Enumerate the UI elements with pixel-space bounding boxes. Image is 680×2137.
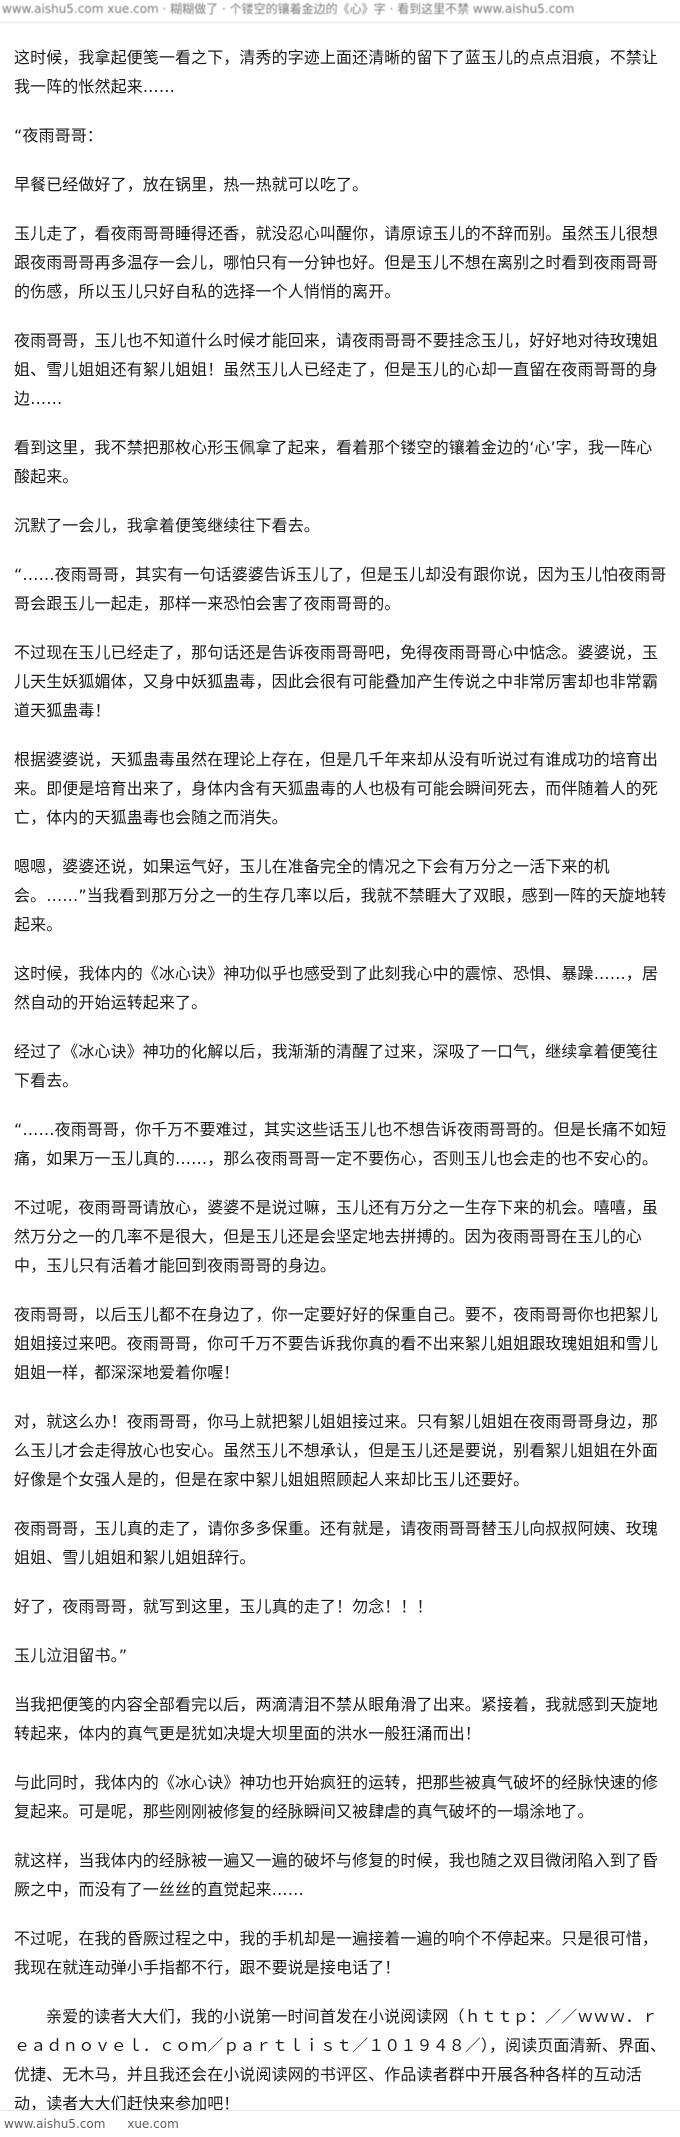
story-paragraph: 玉儿泣泪留书。”	[14, 1646, 128, 1665]
story-paragraph: 玉儿走了，看夜雨哥哥睡得还香，就没忍心叫醒你，请原谅玉儿的不辞而别。虽然玉儿很想…	[14, 224, 659, 301]
story-paragraph: 早餐已经做好了，放在锅里，热一热就可以吃了。	[14, 175, 369, 194]
story-paragraph: 沉默了一会儿，我拿着便笺继续往下看去。	[14, 516, 320, 535]
story-paragraph: 不过呢，夜雨哥哥请放心，婆婆不是说过嘛，玉儿还有万分之一生存下来的机会。嘻嘻，虽…	[14, 1198, 659, 1275]
author-notice: 亲爱的读者大大们，我的小说第一时间首发在小说阅读网（ｈｔｔｐ：／／ｗｗｗ．ｒｅａ…	[14, 2007, 667, 2113]
footer-site-link[interactable]: www.aishu5.com	[4, 2117, 106, 2131]
story-paragraph: 当我把便笺的内容全部看完以后，两滴清泪不禁从眼角滑了出来。紧接着，我就感到天旋地…	[14, 1695, 659, 1743]
footer-site-secondary[interactable]: xue.com	[127, 2117, 179, 2131]
story-paragraph: 好了，夜雨哥哥，就写到这里，玉儿真的走了！勿念！！！	[14, 1597, 433, 1616]
story-paragraph: 看到这里，我不禁把那枚心形玉佩拿了起来，看着那个镂空的镶着金边的‘心’字，我一阵…	[14, 438, 653, 486]
story-paragraph: 根据婆婆说，天狐蛊毒虽然在理论上存在，但是几千年来却从没有听说过有谁成功的培育出…	[14, 750, 659, 827]
story-paragraph: 嗯嗯，婆婆还说，如果运气好，玉儿在准备完全的情况之下会有万分之一活下来的机会。……	[14, 857, 667, 934]
story-paragraph: “夜雨哥哥：	[14, 126, 103, 145]
story-paragraph: “……夜雨哥哥，你千万不要难过，其实这些话玉儿也不想告诉夜雨哥哥的。但是长痛不如…	[14, 1120, 667, 1168]
story-paragraph: 对，就这么办！夜雨哥哥，你马上就把絮儿姐姐接过来。只有絮儿姐姐在夜雨哥哥身边，那…	[14, 1412, 659, 1489]
story-paragraph: 不过呢，在我的昏厥过程之中，我的手机却是一遍接着一遍的响个不停起来。只是很可惜，…	[14, 1929, 659, 1977]
story-paragraph: 经过了《冰心诀》神功的化解以后，我渐渐的清醒了过来，深吸了一口气，继续拿着便笺往…	[14, 1042, 659, 1090]
story-paragraph: 夜雨哥哥，玉儿也不知道什么时候才能回来，请夜雨哥哥不要挂念玉儿，好好地对待玫瑰姐…	[14, 331, 659, 408]
story-paragraph: 夜雨哥哥，玉儿真的走了，请你多多保重。还有就是，请夜雨哥哥替玉儿向叔叔阿姨、玫瑰…	[14, 1519, 659, 1567]
story-paragraph: 这时候，我体内的《冰心诀》神功似乎也感受到了此刻我心中的震惊、恐惧、暴躁……，居…	[14, 964, 659, 1012]
story-paragraph: 不过现在玉儿已经走了，那句话还是告诉夜雨哥哥吧，免得夜雨哥哥心中惦念。婆婆说，玉…	[14, 643, 659, 720]
cropped-header-line: www.aishu5.com xue.com · 糊糊做了 · 个镂空的镶着金边…	[0, 0, 680, 23]
story-paragraph: 夜雨哥哥，以后玉儿都不在身边了，你一定要好好的保重自己。要不，夜雨哥哥你也把絮儿…	[14, 1305, 659, 1382]
story-paragraph: 就这样，当我体内的经脉被一遍又一遍的破坏与修复的时候，我也随之双目微闭陷入到了昏…	[14, 1851, 659, 1899]
story-paragraph: “……夜雨哥哥，其实有一句话婆婆告诉玉儿了，但是玉儿却没有跟你说，因为玉儿怕夜雨…	[14, 565, 667, 613]
story-paragraph: 与此同时，我体内的《冰心诀》神功也开始疯狂的运转，把那些被真气破坏的经脉快速的修…	[14, 1773, 659, 1821]
story-paragraph: 这时候，我拿起便笺一看之下，清秀的字迹上面还清晰的留下了蓝玉儿的点点泪痕，不禁让…	[14, 48, 659, 96]
chapter-body: 这时候，我拿起便笺一看之下，清秀的字迹上面还清晰的留下了蓝玉儿的点点泪痕，不禁让…	[0, 23, 680, 2137]
footer-strip: www.aishu5.com xue.com	[0, 2110, 680, 2137]
